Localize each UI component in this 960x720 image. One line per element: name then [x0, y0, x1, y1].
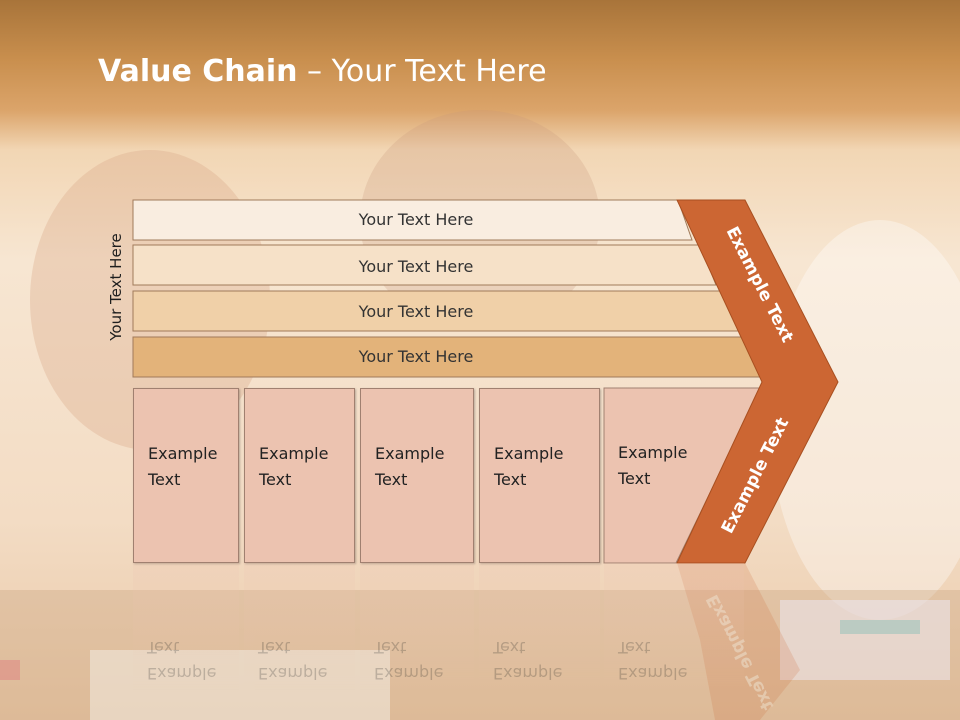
band-4: Your Text Here: [132, 336, 764, 378]
box-1-reflection-label: Example Text: [147, 638, 217, 683]
box-5-shape: [603, 387, 762, 564]
band-3-label: Your Text Here: [358, 302, 474, 321]
box-5-reflection-label: Example Text: [618, 638, 688, 683]
band-1: Your Text Here: [132, 199, 693, 241]
band-1-label: Your Text Here: [358, 210, 474, 229]
box-3: Example Text: [360, 388, 474, 563]
box-3-reflection: Example Text: [360, 563, 474, 720]
title-bold: Value Chain: [98, 54, 298, 89]
box-2: Example Text: [244, 388, 355, 563]
band-1-shape: [132, 199, 693, 241]
box-2-label: Example Text: [259, 444, 329, 489]
chevron-shape: [676, 199, 839, 564]
box-1: Example Text: [133, 388, 239, 563]
box-5-reflection: Example Text: [604, 563, 744, 720]
chevron-reflection: Example Text: [677, 563, 800, 720]
box-2-reflection-label: Example Text: [258, 638, 328, 683]
box-1-reflection: Example Text: [133, 563, 239, 720]
band-2-label: Your Text Here: [358, 257, 474, 276]
box-4-label: Example Text: [494, 444, 564, 489]
box-1-label: Example Text: [148, 444, 218, 489]
chevron-reflection-shape: [677, 563, 800, 720]
box-2-reflection: Example Text: [244, 563, 355, 720]
box-4: Example Text: [479, 388, 600, 563]
band-2: Your Text Here: [132, 244, 717, 286]
box-4-reflection: Example Text: [479, 563, 600, 720]
box-5: Example Text: [604, 388, 704, 563]
box-5-label: Example Text: [618, 443, 688, 488]
box-3-reflection-label: Example Text: [374, 638, 444, 683]
title-rest: – Your Text Here: [297, 54, 547, 89]
box-4-reflection-label: Example Text: [493, 638, 563, 683]
band-3: Your Text Here: [132, 290, 740, 332]
band-2-shape: [132, 244, 717, 286]
slide-title: Value Chain – Your Text Here: [98, 54, 547, 89]
box-3-label: Example Text: [375, 444, 445, 489]
band-4-label: Your Text Here: [358, 347, 474, 366]
